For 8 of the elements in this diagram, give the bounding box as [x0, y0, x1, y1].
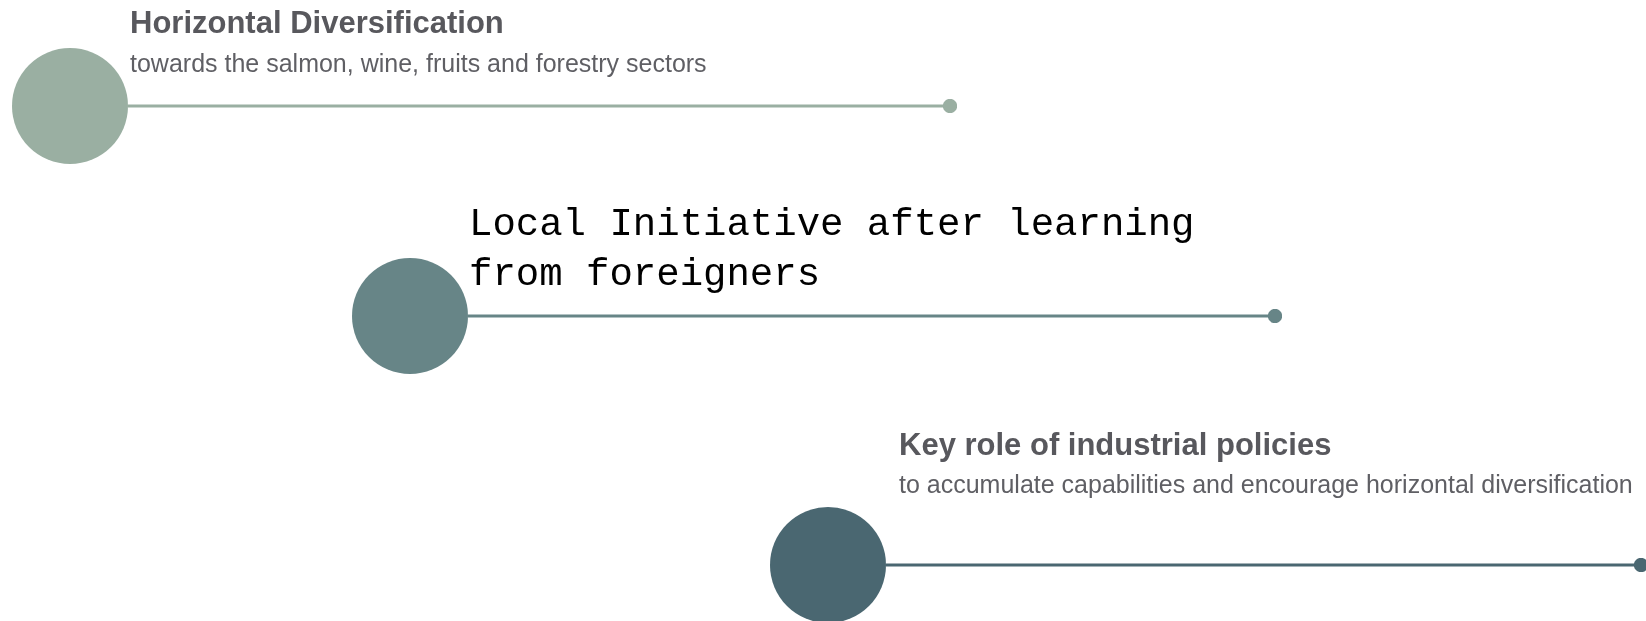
heading-text: Local Initiative after learning from foreigners — [469, 202, 1196, 299]
timeline-line — [468, 308, 1283, 324]
description-text: towards the salmon, wine, fruits and forestry sectors — [130, 48, 708, 79]
timeline-line — [886, 557, 1646, 573]
timeline-line — [128, 98, 958, 114]
heading-text: Key role of industrial policies — [899, 426, 1333, 464]
description-text: to accumulate capabilities and encourage horizontal diversification — [899, 469, 1634, 500]
heading-text: Horizontal Diversification — [130, 4, 505, 42]
